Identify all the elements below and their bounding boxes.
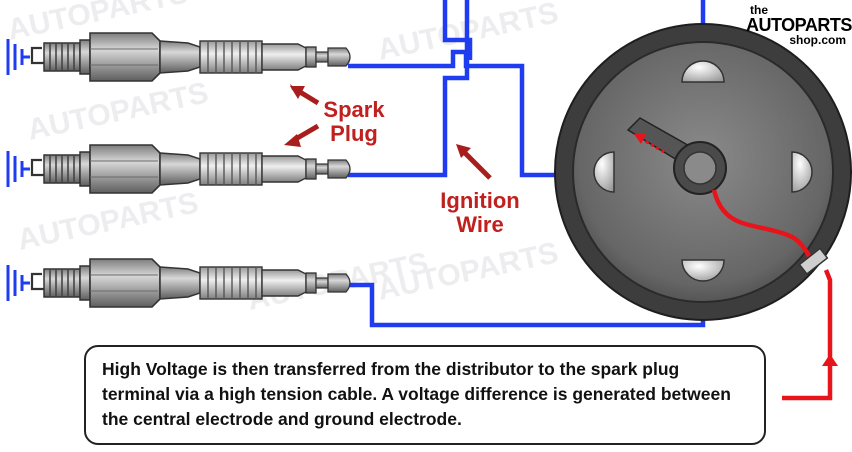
caption-text: High Voltage is then transferred from th… bbox=[102, 359, 731, 429]
terminal-right bbox=[791, 151, 813, 193]
rotation-arrow bbox=[639, 136, 665, 154]
caption-box: High Voltage is then transferred from th… bbox=[84, 345, 766, 445]
wire-top bbox=[442, 0, 473, 60]
spark-plug-2 bbox=[30, 143, 352, 195]
logo-line-domain: shop.com bbox=[789, 33, 846, 47]
distributor-cap bbox=[554, 23, 852, 321]
label-arrows bbox=[284, 84, 492, 180]
ground-symbol-2 bbox=[6, 149, 32, 189]
ignition-wire-label: Ignition Wire bbox=[432, 189, 528, 237]
terminal-bottom bbox=[681, 259, 725, 282]
terminal-top bbox=[681, 60, 725, 83]
ground-symbol-3 bbox=[6, 263, 32, 303]
svg-text:AUTOPARTS: AUTOPARTS bbox=[15, 186, 202, 257]
brand-logo: the AUTOPARTS shop.com bbox=[746, 3, 852, 47]
ignition-wire-label-line2: Wire bbox=[456, 212, 504, 237]
wire-plug-2 bbox=[348, 0, 470, 178]
spark-plug-label: Spark Plug bbox=[318, 98, 390, 146]
ignition-wire-label-line1: Ignition bbox=[440, 188, 520, 213]
spark-plug-label-line2: Plug bbox=[330, 121, 378, 146]
svg-text:AUTOPARTS: AUTOPARTS bbox=[25, 76, 212, 147]
logo-line-the: the bbox=[750, 3, 768, 17]
current-direction-arrow bbox=[822, 354, 838, 366]
arrow-to-wire bbox=[462, 150, 492, 180]
terminal-left bbox=[593, 151, 615, 193]
spark-plug-label-line1: Spark bbox=[323, 97, 385, 122]
svg-text:AUTOPARTS: AUTOPARTS bbox=[375, 236, 562, 307]
high-tension-cable bbox=[711, 189, 838, 401]
logo-line-brand: AUTOPARTS bbox=[746, 15, 852, 35]
spark-plug-1 bbox=[30, 31, 352, 83]
